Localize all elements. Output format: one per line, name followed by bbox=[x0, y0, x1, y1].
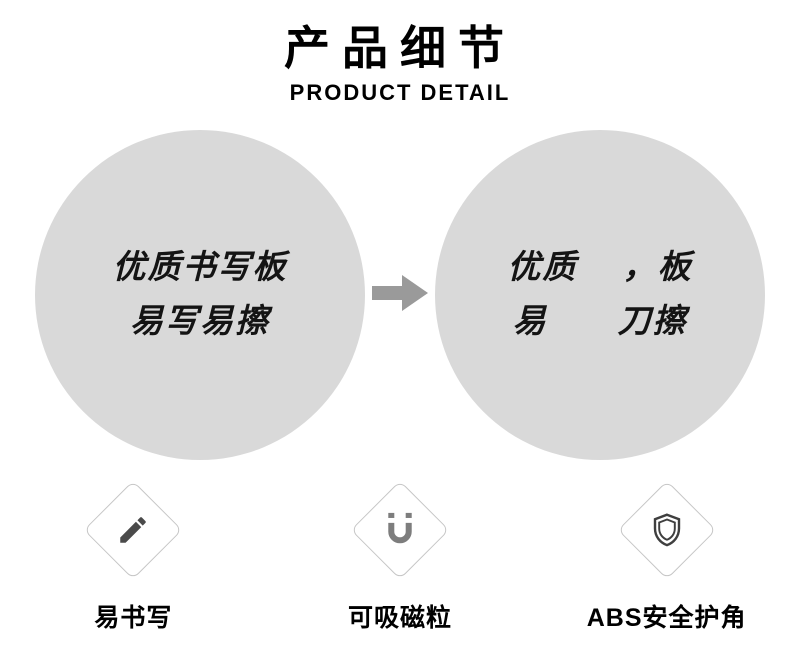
diamond-border bbox=[83, 480, 183, 580]
diamond-frame bbox=[348, 478, 452, 582]
after-circle: 优质 ，板 易 刀擦 bbox=[435, 130, 765, 460]
before-text-line1: 优质书写板 bbox=[112, 249, 288, 286]
feature-label: ABS安全护角 bbox=[586, 604, 747, 632]
feature-label: 易书写 bbox=[94, 604, 173, 632]
page-title: 产品细节 bbox=[284, 22, 516, 74]
shield-icon bbox=[649, 512, 685, 548]
feature-label: 可吸磁粒 bbox=[347, 604, 452, 632]
after-text-line2: 易 刀擦 bbox=[512, 304, 688, 340]
right-arrow-icon bbox=[372, 271, 428, 320]
before-text-line2: 易写易擦 bbox=[130, 304, 270, 340]
before-circle: 优质书写板 易写易擦 bbox=[35, 130, 365, 460]
diamond-border bbox=[617, 480, 717, 580]
feature-easy-write: 易书写 bbox=[13, 478, 253, 634]
magnet-icon bbox=[381, 511, 419, 549]
feature-list: 易书写 可吸磁粒 bbox=[0, 478, 800, 634]
before-after-comparison: 优质书写板 易写易擦 优质 ，板 易 刀擦 bbox=[0, 130, 800, 460]
page-subtitle: PRODUCT DETAIL bbox=[289, 80, 511, 105]
header: 产品细节 PRODUCT DETAIL bbox=[0, 0, 800, 106]
feature-safe-corner: ABS安全护角 bbox=[547, 478, 787, 634]
pencil-icon bbox=[116, 513, 150, 547]
feature-magnetic: 可吸磁粒 bbox=[280, 478, 520, 634]
diamond-frame bbox=[615, 478, 719, 582]
diamond-frame bbox=[81, 478, 185, 582]
transition-arrow bbox=[371, 271, 429, 320]
after-text-line1: 优质 ，板 bbox=[507, 249, 693, 286]
diamond-border bbox=[350, 480, 450, 580]
